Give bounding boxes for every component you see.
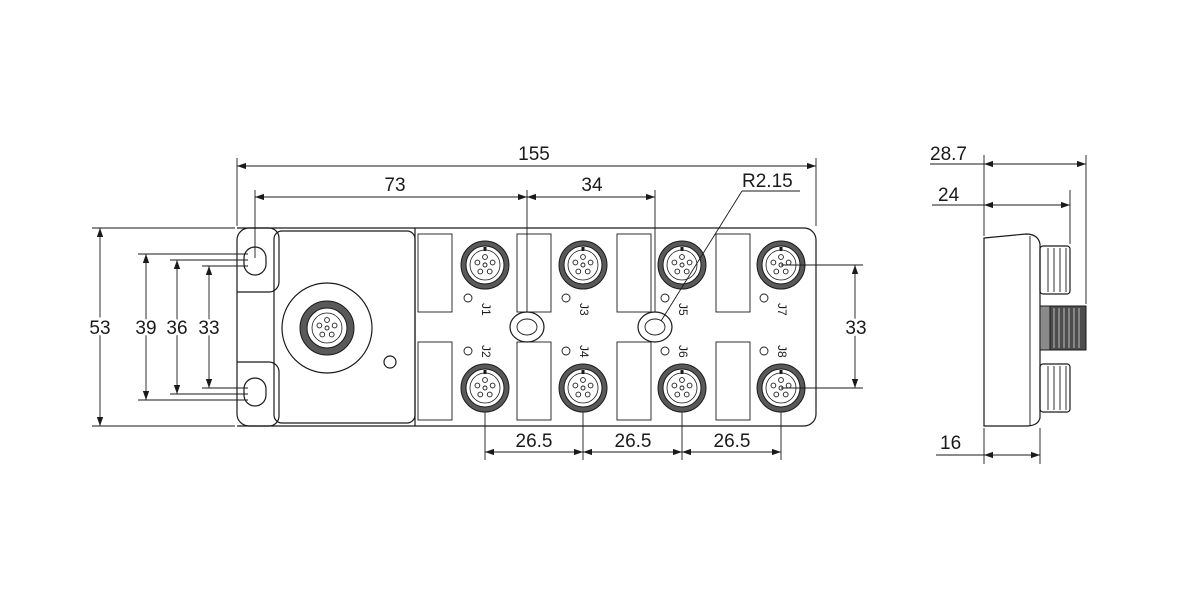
dimension-39-label: 39 <box>135 318 156 339</box>
dimension-r215: R2.15 <box>660 171 800 322</box>
dimension-pitch-label-3: 26.5 <box>714 431 751 452</box>
port-label-j8: J8 <box>775 345 789 358</box>
center-hole <box>637 311 673 343</box>
dimension-33-right-label: 33 <box>845 318 866 339</box>
mounting-slot <box>243 377 267 407</box>
side-port-lower <box>1039 363 1071 413</box>
connector-cover <box>273 230 416 424</box>
port-j3 <box>558 240 608 290</box>
dimension-33-left-label: 33 <box>198 318 219 339</box>
dimension-16: 16 <box>936 428 1041 464</box>
dimension-53-label: 53 <box>89 318 110 339</box>
dimension-pitch-label-1: 26.5 <box>516 431 553 452</box>
dimension-28-7-label: 28.7 <box>930 144 967 165</box>
port-label-j3: J3 <box>577 303 591 316</box>
side-main-connector <box>1039 305 1087 351</box>
dimension-24-label: 24 <box>938 185 960 206</box>
dimension-33-left: 33 <box>195 265 248 389</box>
led-windows <box>417 233 751 421</box>
side-view: 28.7 24 16 <box>930 144 1087 464</box>
port-j5 <box>657 240 707 290</box>
dimension-16-label: 16 <box>940 433 961 454</box>
center-hole <box>509 311 545 343</box>
port-label-j1: J1 <box>479 303 493 316</box>
dimension-28-7: 28.7 <box>930 144 1087 304</box>
side-body <box>983 233 1041 427</box>
dimension-155-label: 155 <box>518 144 550 165</box>
port-j2 <box>460 363 510 413</box>
dimension-36-label: 36 <box>166 318 187 339</box>
mounting-tab <box>237 361 280 427</box>
housing-outline <box>236 227 817 427</box>
port-j4 <box>558 363 608 413</box>
dimension-155: 155 <box>236 144 817 226</box>
dimension-73: 73 <box>254 175 528 312</box>
dimension-34: 34 <box>527 175 656 312</box>
side-port-upper <box>1039 245 1071 295</box>
dimension-34-label: 34 <box>581 175 603 196</box>
port-label-j6: J6 <box>676 345 690 358</box>
dimension-r215-label: R2.15 <box>742 171 793 192</box>
dimension-pitch: 26.5 26.5 26.5 <box>484 412 782 460</box>
dimension-pitch-label-2: 26.5 <box>615 431 652 452</box>
dimension-36: 36 <box>163 259 248 395</box>
port-led-dots <box>463 293 769 356</box>
dimension-73-label: 73 <box>384 175 405 196</box>
front-view: J1 J2 J3 J4 J5 J6 J7 J8 155 73 34 R2. <box>86 144 870 460</box>
dimension-33-right: 33 <box>781 264 870 389</box>
port-j6 <box>657 363 707 413</box>
dimension-39: 39 <box>132 253 248 401</box>
port-label-j2: J2 <box>479 345 493 358</box>
dimension-53: 53 <box>86 227 235 427</box>
dimension-24: 24 <box>932 185 1071 244</box>
port-j1 <box>460 240 510 290</box>
main-connector <box>281 282 373 374</box>
mounting-tab <box>237 227 280 293</box>
port-label-j7: J7 <box>775 303 789 316</box>
port-label-j4: J4 <box>577 345 591 358</box>
port-label-j5: J5 <box>676 303 690 316</box>
